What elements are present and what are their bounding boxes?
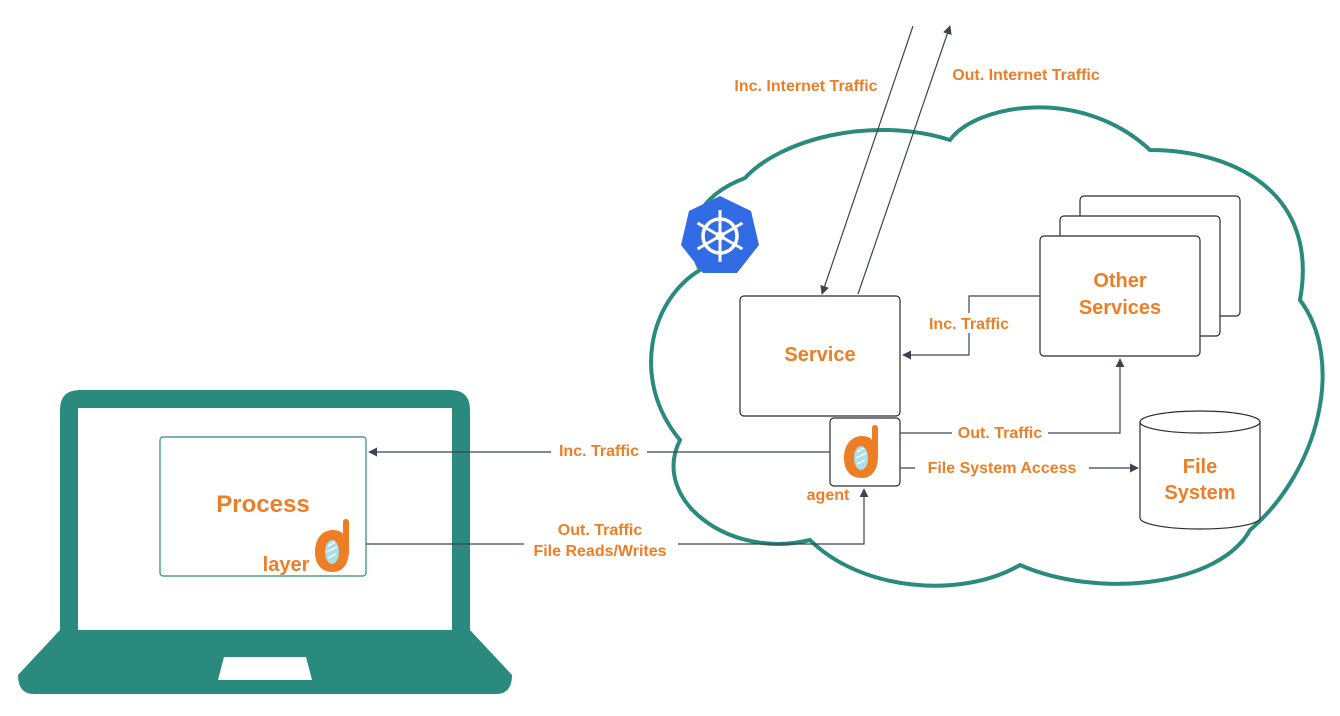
file-system-label-2: System (1164, 482, 1235, 504)
agent-label: agent (807, 487, 850, 504)
other-services-label-1: Other (1093, 270, 1147, 292)
inc-traffic-laptop-label: Inc. Traffic (559, 443, 639, 460)
edge-inc-internet (820, 25, 914, 295)
service-label: Service (784, 344, 855, 366)
inc-internet-label: Inc. Internet Traffic (734, 78, 877, 95)
file-system-cylinder (1139, 410, 1261, 530)
layer-label: layer (263, 554, 310, 576)
process-label: Process (216, 491, 309, 518)
file-system-label-1: File (1183, 456, 1217, 478)
out-traffic-other-label: Out. Traffic (958, 425, 1043, 442)
service-box (739, 295, 901, 417)
out-traffic-laptop-label-2: File Reads/Writes (533, 543, 666, 560)
out-traffic-laptop-label-1: Out. Traffic (558, 522, 643, 539)
edge-out-internet (857, 25, 952, 295)
inc-traffic-other-label: Inc. Traffic (929, 316, 1009, 333)
fs-access-label: File System Access (928, 460, 1077, 477)
kubernetes-icon (681, 196, 759, 273)
other-services-label-2: Services (1079, 297, 1161, 319)
other-services-box (1039, 235, 1201, 357)
process-box (159, 436, 367, 577)
out-internet-label: Out. Internet Traffic (952, 67, 1100, 84)
